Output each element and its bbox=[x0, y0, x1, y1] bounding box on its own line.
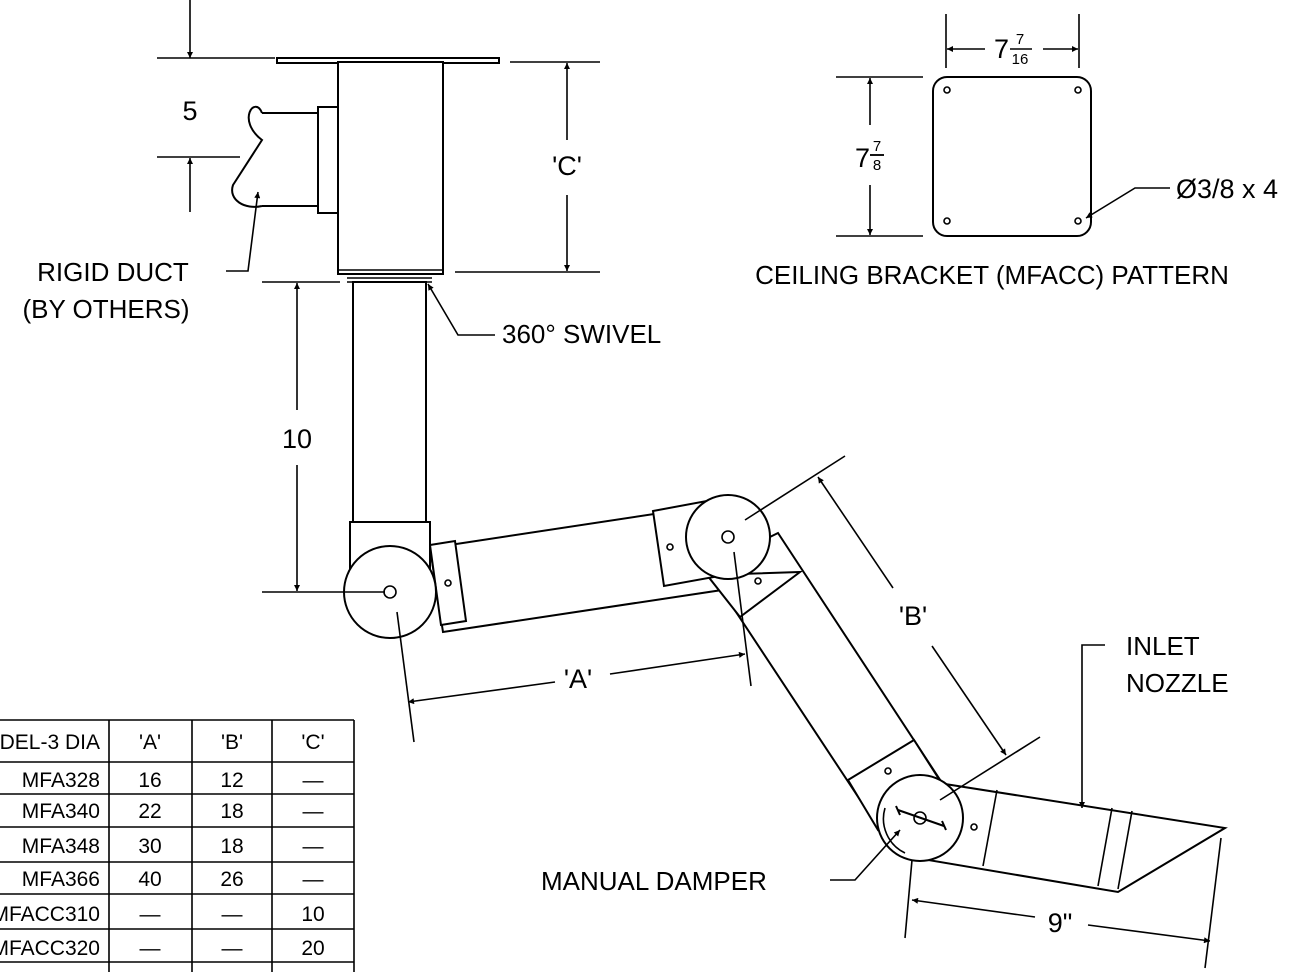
swivel-label: 360° SWIVEL bbox=[502, 319, 661, 349]
dimension-b: 'B' bbox=[744, 455, 1041, 801]
table-cell: — bbox=[303, 800, 324, 823]
bracket-width-whole: 7 bbox=[994, 34, 1009, 64]
swivel-tube bbox=[347, 277, 432, 523]
dim-5-label: 5 bbox=[182, 96, 197, 126]
table-cell: 12 bbox=[220, 769, 243, 792]
table-header-cell: 'B' bbox=[221, 731, 243, 754]
rigid-duct-label-1: RIGID DUCT bbox=[37, 257, 189, 287]
dimension-c: 'C' bbox=[455, 61, 600, 273]
dim-10-label: 10 bbox=[282, 424, 312, 454]
inlet-nozzle-callout: INLET NOZZLE bbox=[1079, 631, 1229, 808]
table-cell: MFACC310 bbox=[0, 903, 100, 926]
table-cell: MFA340 bbox=[22, 800, 100, 823]
dimension-5: 5 bbox=[157, 0, 275, 212]
table-cell: — bbox=[303, 769, 324, 792]
swivel-callout: 360° SWIVEL bbox=[427, 283, 661, 349]
bracket-height-whole: 7 bbox=[855, 143, 870, 173]
table-header-cell: 'A' bbox=[139, 731, 161, 754]
bracket-holes-label: Ø3/8 x 4 bbox=[1176, 174, 1278, 204]
table-cell: MFACC330 bbox=[0, 970, 100, 972]
manual-damper-label: MANUAL DAMPER bbox=[541, 866, 767, 896]
dim-a-label: 'A' bbox=[564, 664, 592, 694]
arm-a bbox=[428, 504, 724, 634]
rigid-duct-callout: RIGID DUCT (BY OTHERS) bbox=[22, 191, 261, 324]
bracket-height-den: 8 bbox=[873, 157, 881, 174]
table-cell: MFA348 bbox=[22, 835, 100, 858]
bracket-width-den: 16 bbox=[1012, 51, 1029, 68]
ceiling-bracket-pattern: 7 7 16 7 7 8 Ø3/8 x 4 CEILING BRACKET (M… bbox=[755, 14, 1278, 290]
table-cell: 22 bbox=[138, 800, 161, 823]
inlet-label-2: NOZZLE bbox=[1126, 668, 1229, 698]
dimension-a: 'A' bbox=[396, 551, 752, 743]
table-cell: 20 bbox=[301, 937, 324, 960]
dimension-10: 10 bbox=[262, 281, 385, 593]
table-header-cell: MODEL-3 DIA bbox=[0, 731, 100, 754]
table-cell: 18 bbox=[220, 800, 243, 823]
dimension-9: 9" bbox=[904, 837, 1222, 969]
model-table: MODEL-3 DIA 'A' 'B' 'C' MFA328 16 12 — MFA340 22 1… bbox=[0, 719, 355, 972]
table-header-cell: 'C' bbox=[301, 731, 324, 754]
upper-elbow bbox=[343, 521, 437, 639]
table-cell: — bbox=[140, 970, 161, 972]
table-cell: 30 bbox=[301, 970, 324, 972]
inlet-label-1: INLET bbox=[1126, 631, 1200, 661]
rigid-duct-label-2: (BY OTHERS) bbox=[22, 294, 189, 324]
table-cell: — bbox=[140, 937, 161, 960]
ceiling-mount bbox=[231, 57, 500, 275]
table-cell: — bbox=[222, 937, 243, 960]
table-cell: 16 bbox=[138, 769, 161, 792]
middle-elbow bbox=[651, 494, 771, 588]
table-cell: 26 bbox=[220, 868, 243, 891]
inlet-nozzle bbox=[876, 774, 1228, 894]
bracket-height-num: 7 bbox=[873, 138, 881, 155]
table-cell: 30 bbox=[138, 835, 161, 858]
bracket-caption: CEILING BRACKET (MFACC) PATTERN bbox=[755, 260, 1229, 290]
table-cell: MFACC320 bbox=[0, 937, 100, 960]
dim-9-label: 9" bbox=[1048, 908, 1073, 938]
bracket-width-num: 7 bbox=[1016, 31, 1024, 48]
table-cell: — bbox=[140, 903, 161, 926]
table-cell: MFA328 bbox=[22, 769, 100, 792]
table-cell: — bbox=[222, 903, 243, 926]
manual-damper-callout: MANUAL DAMPER bbox=[541, 829, 901, 896]
dim-b-label: 'B' bbox=[899, 601, 927, 631]
table-cell: 10 bbox=[301, 903, 324, 926]
dim-c-label: 'C' bbox=[552, 151, 582, 181]
table-cell: — bbox=[303, 835, 324, 858]
table-cell: 40 bbox=[138, 868, 161, 891]
table-cell: MFA366 bbox=[22, 868, 100, 891]
table-cell: — bbox=[303, 868, 324, 891]
table-cell: — bbox=[222, 970, 243, 972]
table-cell: 18 bbox=[220, 835, 243, 858]
